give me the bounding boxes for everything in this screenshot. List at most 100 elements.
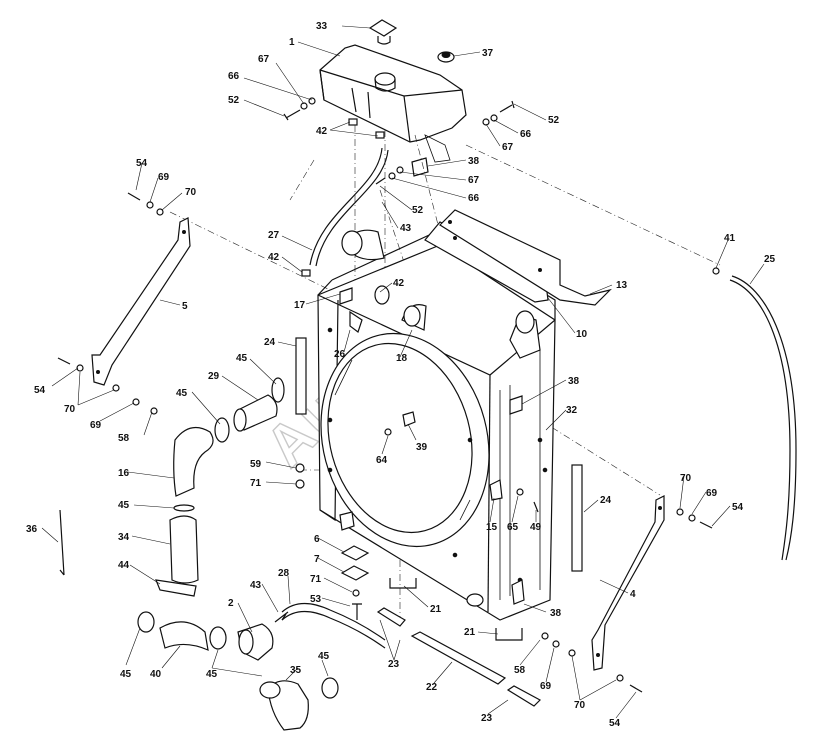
expansion-tank bbox=[319, 44, 467, 163]
callout-label: 29 bbox=[208, 371, 220, 382]
callout-label: 70 bbox=[64, 404, 76, 415]
u-clip bbox=[495, 628, 523, 641]
hose-assembly-lower bbox=[137, 611, 339, 731]
callout-label: 52 bbox=[548, 115, 560, 126]
callout-label: 39 bbox=[416, 442, 428, 453]
callout-label: 66 bbox=[520, 129, 532, 140]
callout-label: 49 bbox=[530, 522, 542, 533]
callout-label: 13 bbox=[616, 280, 628, 291]
callout-label: 25 bbox=[764, 254, 776, 265]
callout-label: 66 bbox=[228, 71, 240, 82]
callout-label: 43 bbox=[250, 580, 262, 591]
callout-label: 5 bbox=[182, 301, 188, 312]
stay-rod-right bbox=[591, 495, 665, 671]
callout-label: 69 bbox=[90, 420, 102, 431]
callout-label: 24 bbox=[600, 495, 612, 506]
washer bbox=[295, 463, 305, 473]
fasteners-tank bbox=[283, 97, 515, 277]
callout-label: 54 bbox=[609, 718, 621, 729]
callout-label: 45 bbox=[236, 353, 248, 364]
callout-label: 69 bbox=[706, 488, 718, 499]
callout-label: 21 bbox=[464, 627, 476, 638]
callout-label: 23 bbox=[481, 713, 493, 724]
callout-label: 45 bbox=[206, 669, 218, 680]
callout-label: 33 bbox=[316, 21, 328, 32]
callout-label: 45 bbox=[318, 651, 330, 662]
callout-label: 66 bbox=[468, 193, 480, 204]
callout-label: 58 bbox=[514, 665, 526, 676]
callout-label: 54 bbox=[732, 502, 744, 513]
top-brackets bbox=[424, 209, 612, 306]
callout-label: 70 bbox=[185, 187, 197, 198]
callout-label: 1 bbox=[289, 37, 295, 48]
drain-hose bbox=[281, 602, 386, 649]
callout-label: 44 bbox=[118, 560, 130, 571]
drain-plug bbox=[384, 428, 392, 436]
callout-label: 67 bbox=[258, 54, 270, 65]
cable-tie bbox=[59, 509, 65, 576]
callout-label: 42 bbox=[268, 252, 280, 263]
callout-label: 27 bbox=[268, 230, 280, 241]
fasteners-right bbox=[516, 488, 713, 693]
seal-strip-right bbox=[571, 464, 583, 572]
callout-label: 32 bbox=[566, 405, 578, 416]
callout-label: 21 bbox=[430, 604, 442, 615]
bottom-seal-long bbox=[410, 631, 507, 685]
callout-label: 6 bbox=[314, 534, 320, 545]
callout-label: 70 bbox=[680, 473, 692, 484]
callout-label: 69 bbox=[540, 681, 552, 692]
bottom-seal-short-2 bbox=[506, 685, 541, 707]
callout-label: 10 bbox=[576, 329, 588, 340]
grommet bbox=[437, 51, 455, 63]
bottom-seal-short bbox=[376, 607, 406, 627]
mounting-plates bbox=[340, 545, 370, 620]
callout-label: 22 bbox=[426, 682, 438, 693]
callout-label: 71 bbox=[250, 478, 262, 489]
callout-labels: 33 1 37 67 66 52 42 52 66 67 38 67 66 52… bbox=[26, 21, 776, 729]
radiator-frame bbox=[317, 229, 556, 621]
callout-label: 52 bbox=[412, 205, 424, 216]
leader-lines bbox=[41, 25, 765, 719]
hose-clip bbox=[411, 157, 429, 177]
callout-label: 28 bbox=[278, 568, 290, 579]
fasteners-left bbox=[57, 192, 164, 415]
callout-label: 45 bbox=[118, 500, 130, 511]
callout-label: 71 bbox=[310, 574, 322, 585]
callout-label: 42 bbox=[316, 126, 328, 137]
callout-label: 23 bbox=[388, 659, 400, 670]
callout-label: 17 bbox=[294, 300, 306, 311]
callout-label: 24 bbox=[264, 337, 276, 348]
callout-label: 7 bbox=[314, 554, 320, 565]
hose-assembly-upper bbox=[155, 377, 285, 597]
callout-label: 45 bbox=[176, 388, 188, 399]
callout-label: 43 bbox=[400, 223, 412, 234]
callout-label: 67 bbox=[468, 175, 480, 186]
callout-label: 35 bbox=[290, 665, 302, 676]
callout-label: 69 bbox=[158, 172, 170, 183]
callout-label: 52 bbox=[228, 95, 240, 106]
callout-label: 59 bbox=[250, 459, 262, 470]
callout-label: 16 bbox=[118, 468, 130, 479]
seal-strip-left bbox=[295, 337, 307, 415]
callout-label: 53 bbox=[310, 594, 322, 605]
callout-label: 67 bbox=[502, 142, 514, 153]
u-clip bbox=[389, 578, 417, 589]
callout-label: 45 bbox=[120, 669, 132, 680]
callout-label: 18 bbox=[396, 353, 408, 364]
callout-label: 4 bbox=[630, 589, 636, 600]
callout-label: 42 bbox=[393, 278, 405, 289]
stay-rod-left bbox=[91, 217, 191, 386]
callout-label: 34 bbox=[118, 532, 130, 543]
callout-label: 54 bbox=[136, 158, 148, 169]
callout-label: 40 bbox=[150, 669, 162, 680]
callout-label: 15 bbox=[486, 522, 498, 533]
vent-hose bbox=[309, 147, 389, 267]
callout-label: 70 bbox=[574, 700, 586, 711]
callout-label: 38 bbox=[568, 376, 580, 387]
callout-label: 58 bbox=[118, 433, 130, 444]
callout-label: 41 bbox=[724, 233, 736, 244]
callout-label: 2 bbox=[228, 598, 234, 609]
callout-label: 38 bbox=[468, 156, 480, 167]
washer bbox=[295, 479, 305, 489]
